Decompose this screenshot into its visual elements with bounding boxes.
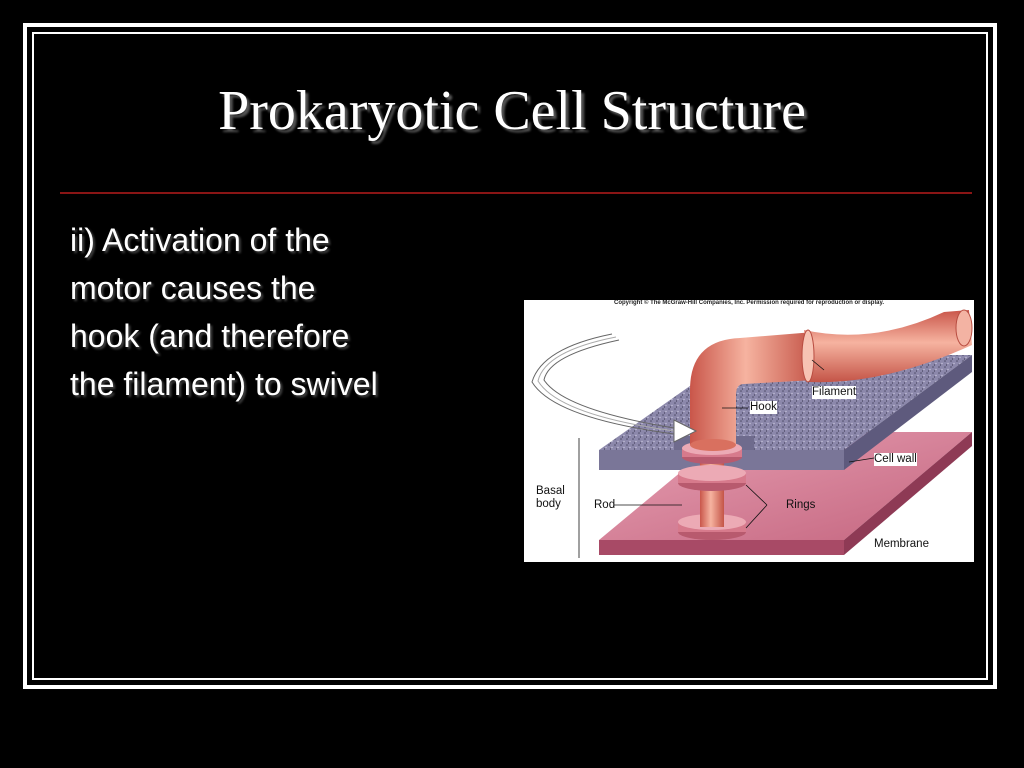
flagellum-illustration bbox=[531, 309, 973, 558]
label-basal: Basal bbox=[536, 485, 565, 497]
label-cell-wall: Cell wall bbox=[874, 453, 917, 466]
label-body: body bbox=[536, 498, 561, 510]
leader-lines bbox=[578, 359, 875, 558]
label-membrane: Membrane bbox=[874, 538, 929, 550]
rotation-arrow bbox=[531, 333, 698, 443]
label-rod: Rod bbox=[594, 499, 616, 511]
bullet-text: ii) Activation of the motor causes the h… bbox=[70, 222, 378, 402]
title-divider bbox=[60, 192, 972, 194]
hook-and-filament bbox=[690, 309, 973, 451]
slide-frame-inner bbox=[32, 32, 988, 680]
slide-frame-outer bbox=[23, 23, 997, 689]
flagellum-diagram: Copyright © The McGraw-Hill Companies, I… bbox=[524, 300, 974, 562]
slide-title: Prokaryotic Cell Structure bbox=[218, 80, 806, 142]
label-hook: Hook bbox=[750, 401, 777, 414]
figure-copyright: Copyright © The McGraw-Hill Companies, I… bbox=[613, 300, 885, 306]
label-filament: Filament bbox=[812, 386, 857, 399]
label-rings: Rings bbox=[786, 499, 816, 511]
